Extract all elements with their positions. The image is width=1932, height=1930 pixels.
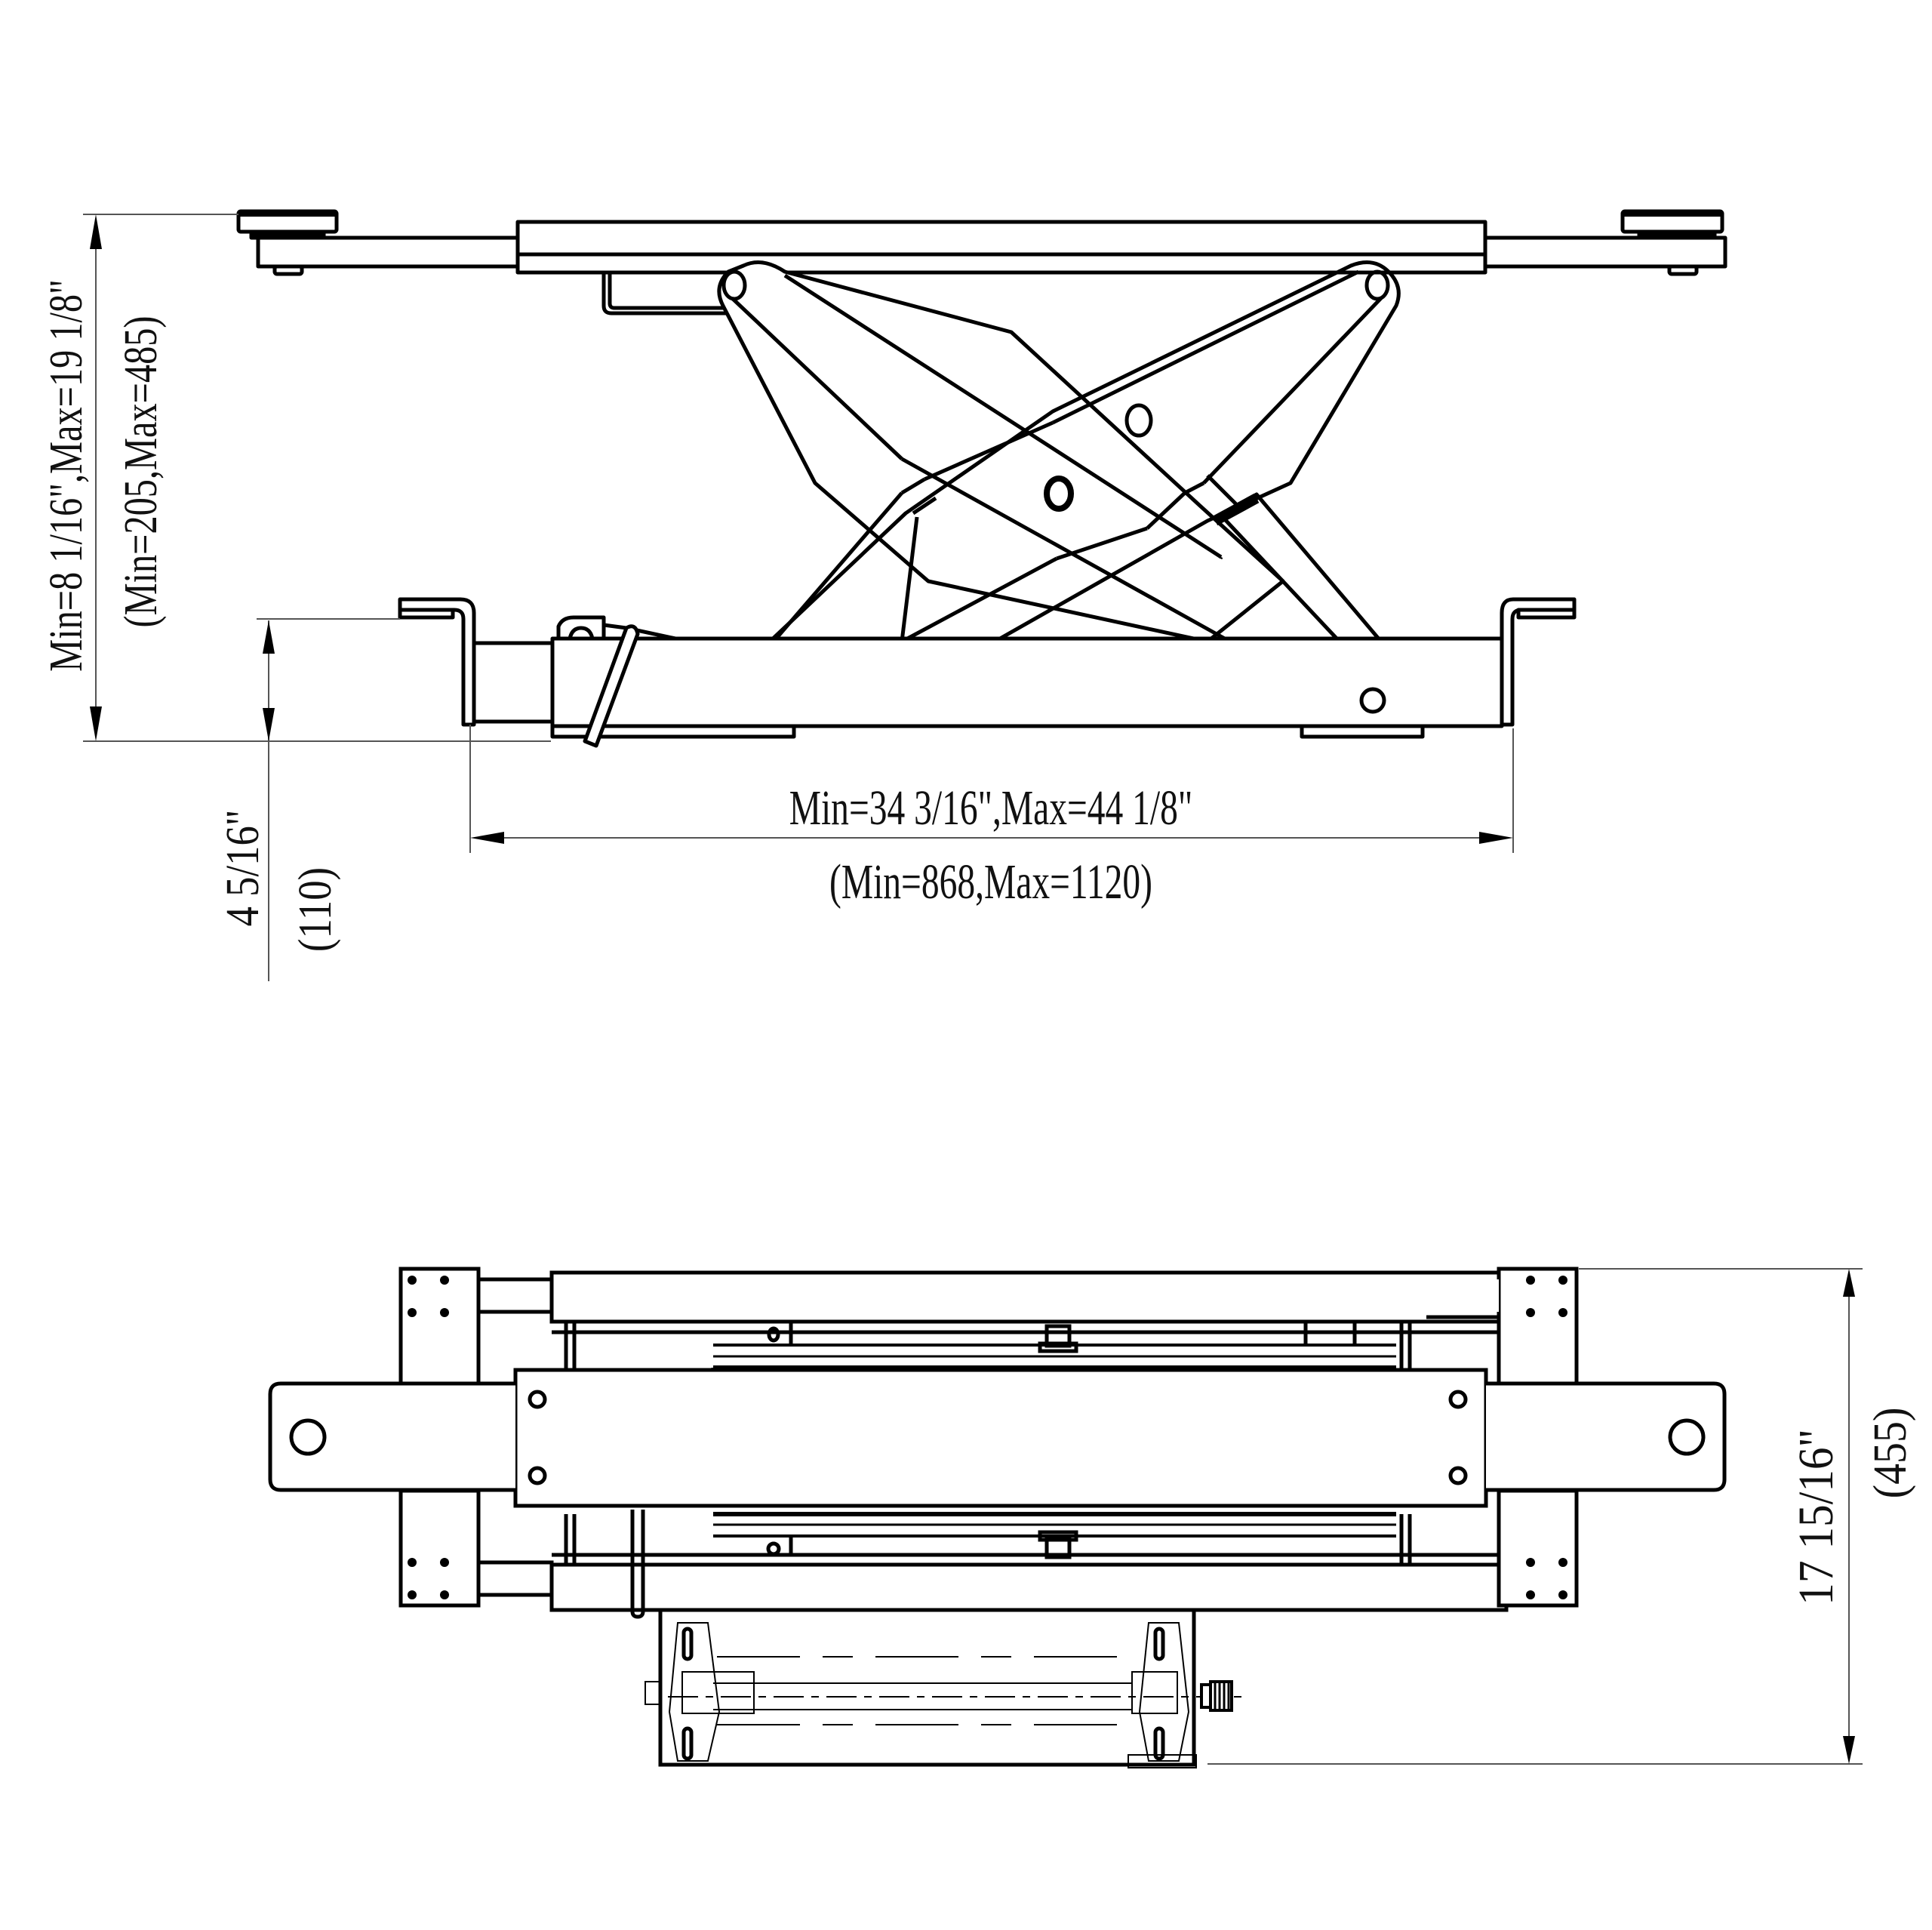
pivot-hole — [721, 269, 747, 301]
pivot-hole — [1124, 403, 1153, 438]
locking-pin-top — [630, 1510, 645, 1619]
side-elevation-view — [236, 209, 1727, 748]
plate-hole — [528, 1466, 547, 1485]
center-top-plate — [513, 1368, 1488, 1508]
left-extension-arm — [256, 235, 520, 269]
arm-hole — [1668, 1418, 1706, 1456]
locking-pin — [583, 624, 640, 748]
plate-hole — [528, 1390, 547, 1409]
height-dimension-imperial: Min=8 1/16",Max=19 1/8" — [40, 279, 92, 672]
small-hole — [766, 1541, 781, 1556]
base-height-dimension-metric: (110) — [290, 867, 341, 952]
mounting-slot — [681, 1627, 694, 1661]
width-dimension-imperial: Min=34 3/16",Max=44 1/8" — [789, 781, 1193, 836]
scissor-arm-a — [717, 260, 1285, 644]
depth-dimension-lines — [1208, 1268, 1863, 1765]
plate-hole — [1448, 1466, 1468, 1485]
side-dimension-lines — [83, 214, 1514, 981]
right-lower-bracket — [1497, 1488, 1579, 1608]
right-extension-arm — [1483, 235, 1727, 269]
depth-dimension-imperial: 17 15/16" — [1788, 1429, 1844, 1605]
left-foot-bracket — [398, 597, 476, 727]
right-upper-bracket — [1497, 1267, 1579, 1386]
top-plan-view — [268, 1267, 1727, 1767]
pivot-hole — [1364, 269, 1390, 301]
mounting-slot — [1153, 1726, 1165, 1761]
plate-hole — [1448, 1390, 1468, 1409]
pump-housing — [658, 1608, 1196, 1767]
left-upper-bracket — [398, 1267, 481, 1386]
left-lower-bracket — [398, 1488, 481, 1608]
bracket-bolt-holes — [408, 1276, 1567, 1599]
right-skid-pad — [1300, 724, 1425, 739]
bottom-frame-rail — [549, 1562, 1509, 1612]
hex-nut — [1044, 1324, 1072, 1348]
small-hole — [767, 1326, 780, 1343]
center-pivot-hole — [1044, 476, 1074, 512]
left-arm — [268, 1381, 515, 1492]
release-handle — [601, 272, 743, 316]
base-height-dimension-imperial: 4 5/16" — [217, 810, 269, 927]
arm-hole — [289, 1418, 327, 1456]
hydraulic-fitting — [1200, 1680, 1233, 1712]
base-frame — [550, 636, 1504, 728]
height-dimension-metric: (Min=205,Max=485) — [115, 316, 167, 627]
latch-block — [556, 615, 606, 639]
top-beam — [515, 220, 1487, 275]
pump-slots — [681, 1627, 1165, 1761]
mounting-slot — [1153, 1627, 1165, 1661]
right-arm — [1486, 1381, 1727, 1492]
left-base-tube — [472, 641, 555, 724]
top-frame-rail — [549, 1270, 1509, 1324]
base-hole — [1359, 687, 1386, 714]
left-skid-pad — [550, 724, 796, 739]
width-dimension-metric: (Min=868,Max=1120) — [829, 855, 1152, 910]
mounting-slot — [681, 1726, 694, 1761]
depth-dimension-metric: (455) — [1863, 1408, 1915, 1499]
hex-nut — [1044, 1535, 1072, 1559]
